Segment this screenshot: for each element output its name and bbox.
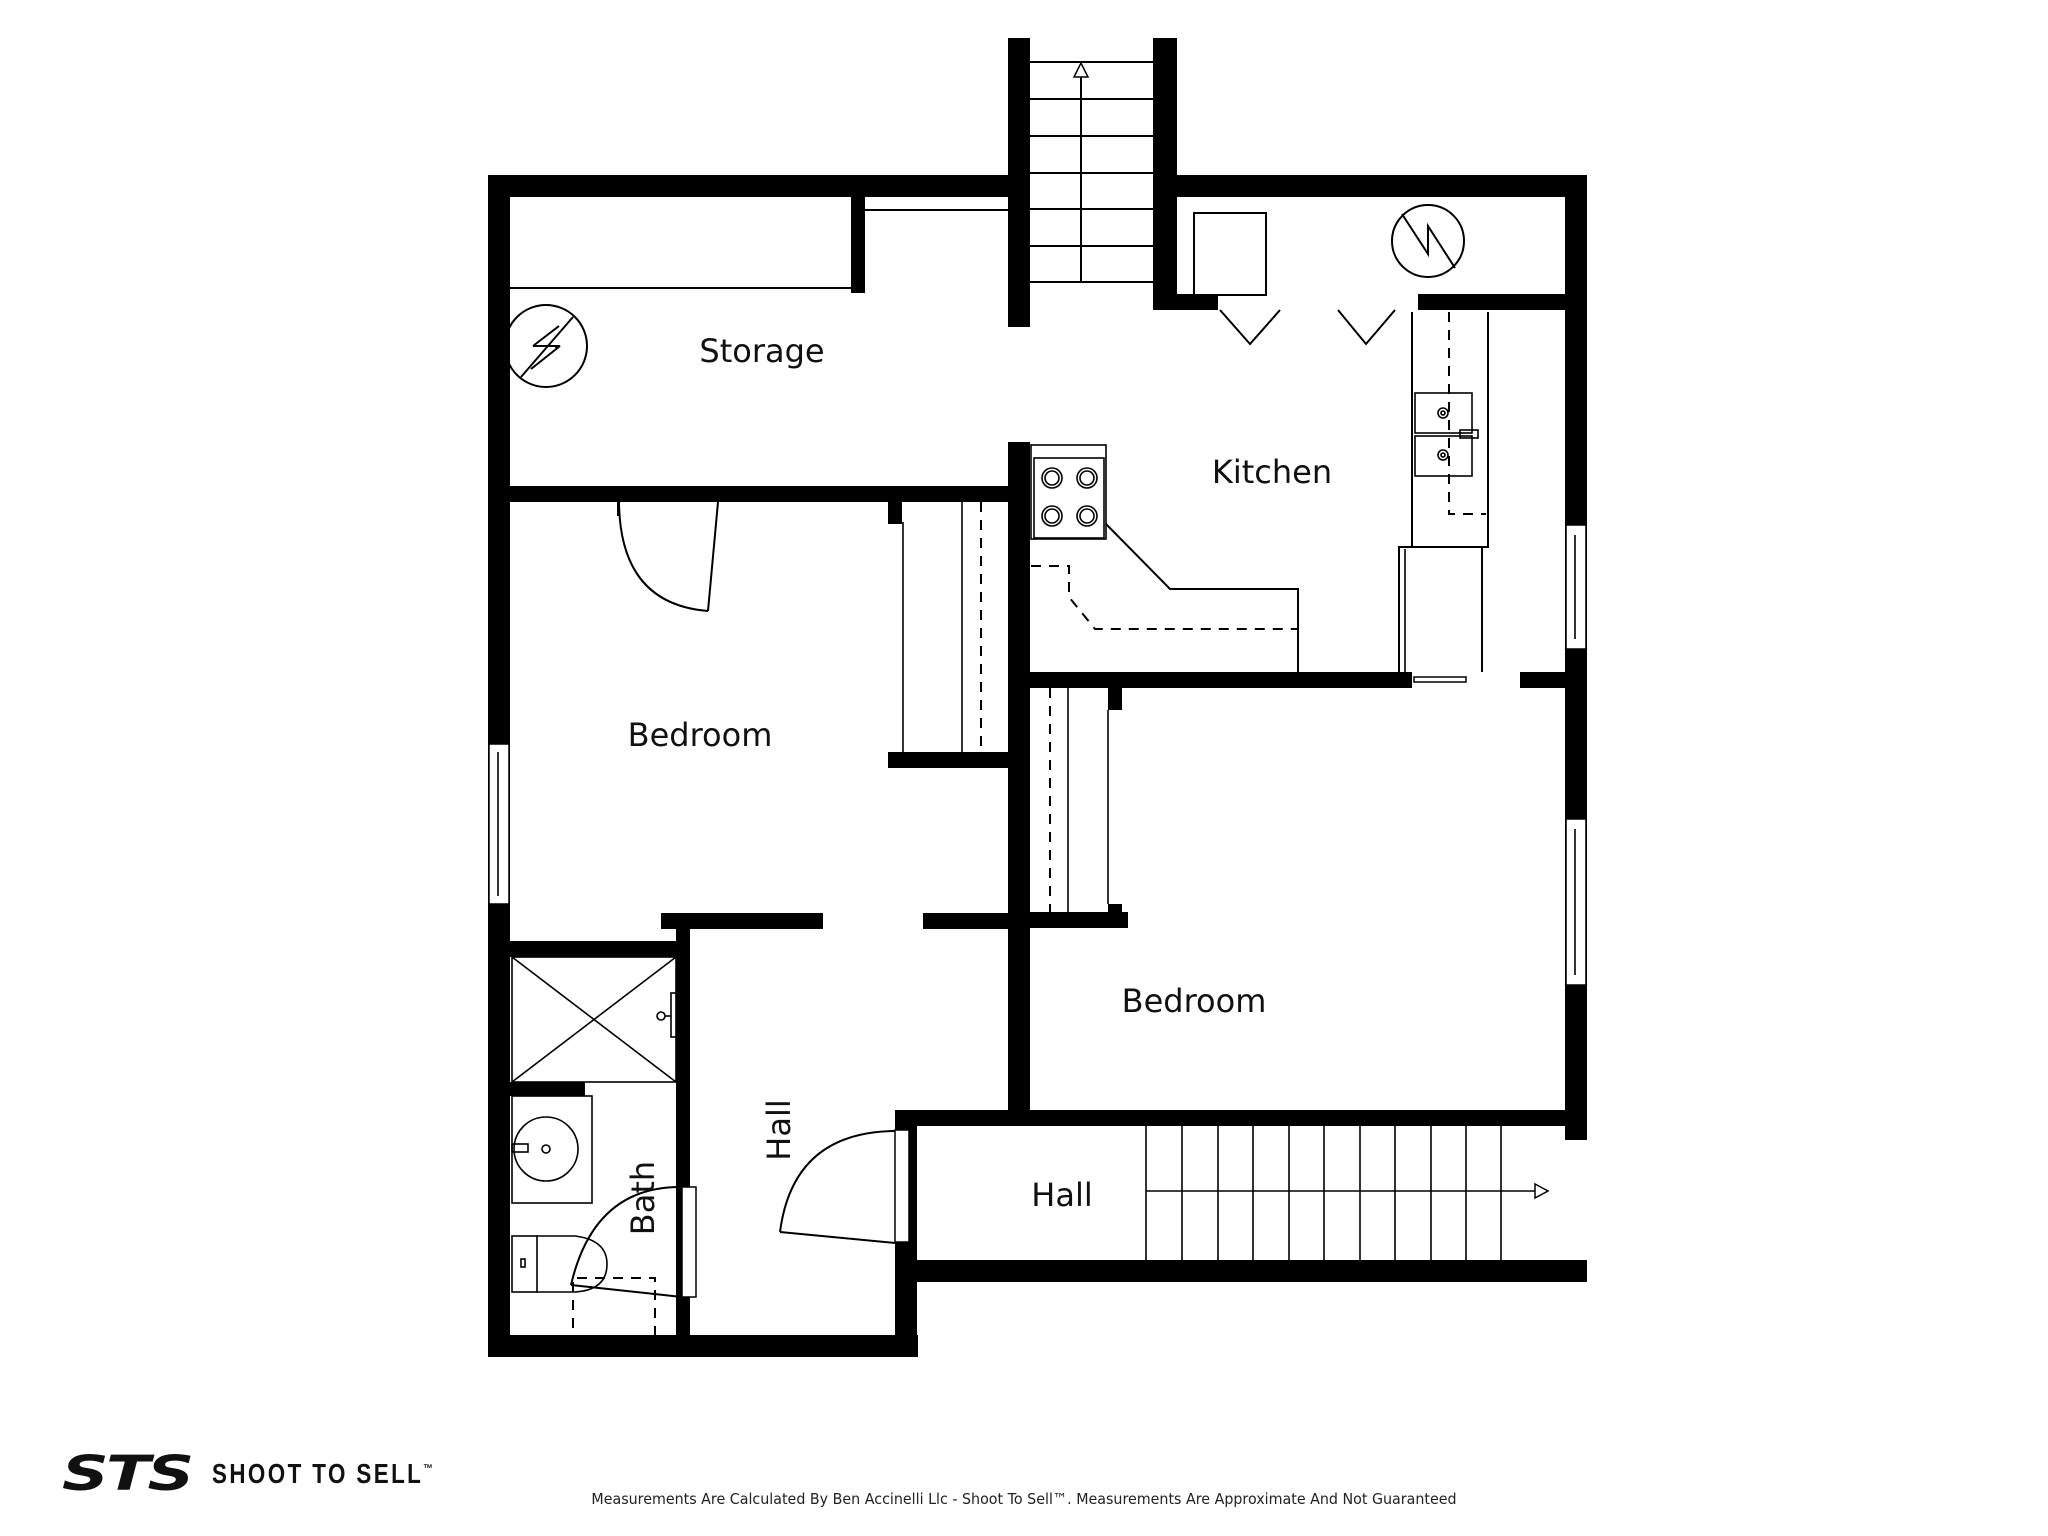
north-stairwell [1008, 38, 1177, 310]
door-bath[interactable] [570, 1185, 697, 1298]
room-storage[interactable]: Storage [504, 209, 1008, 388]
room-label-kitchen: Kitchen [1212, 453, 1332, 491]
room-bedroom-1[interactable]: Bedroom [617, 501, 982, 754]
shower-icon [511, 956, 680, 1083]
brand-logo: STS SHOOT TO SELL™ [62, 1446, 488, 1502]
logo-text-label: SHOOT TO SELL [212, 1458, 424, 1489]
door-bedroom-1[interactable] [617, 501, 719, 612]
room-label-hall-2: Hall [1031, 1176, 1092, 1214]
logo-text: SHOOT TO SELL™ [212, 1458, 433, 1490]
stove-icon [1030, 444, 1107, 540]
room-label-bedroom-2: Bedroom [1122, 982, 1267, 1020]
room-label-storage: Storage [699, 332, 824, 370]
room-hall-2[interactable]: Hall [1031, 1126, 1587, 1260]
utility-closet [1193, 204, 1465, 346]
room-bath[interactable]: Bath [511, 956, 697, 1346]
toilet-icon [511, 1235, 608, 1293]
trademark: ™ [423, 1461, 433, 1476]
measurement-disclaimer: Measurements Are Calculated By Ben Accin… [591, 1490, 1457, 1508]
window-bedroom-2-east [1565, 818, 1587, 986]
room-label-hall-1: Hall [760, 1099, 798, 1160]
bath-sink-icon [511, 1095, 593, 1204]
bifold-door[interactable] [1219, 309, 1396, 346]
logo-mark: STS [62, 1446, 194, 1502]
room-bedroom-2[interactable]: Bedroom [1049, 688, 1267, 1020]
room-label-bath: Bath [624, 1161, 662, 1235]
arrow-up-icon [1072, 61, 1090, 78]
furnace-icon [1391, 204, 1465, 278]
double-sink-icon [1414, 392, 1479, 477]
room-kitchen[interactable]: Kitchen [1030, 312, 1489, 683]
water-heater-icon [504, 304, 588, 388]
arrow-right-icon [1534, 1182, 1550, 1200]
window-kitchen-east [1565, 524, 1587, 650]
windows [488, 524, 1587, 986]
closet-bedroom-2[interactable] [1049, 688, 1109, 912]
window-bedroom-1-west [488, 743, 510, 905]
stairs-up-north[interactable] [1028, 61, 1156, 283]
stairs-up-east[interactable] [1145, 1126, 1550, 1260]
room-hall-1[interactable]: Hall [760, 1099, 910, 1244]
interior-walls [510, 197, 1587, 1357]
closet-bedroom-1[interactable] [902, 502, 982, 752]
door-hall-lower[interactable] [779, 1129, 910, 1244]
room-label-bedroom-1: Bedroom [628, 716, 773, 754]
